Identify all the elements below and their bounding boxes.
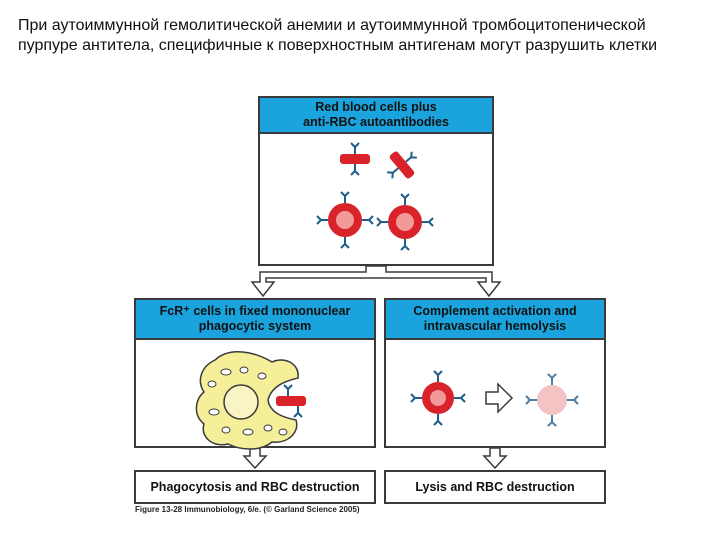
rbc-front-view-left xyxy=(316,191,374,249)
branch-arrow xyxy=(250,265,502,298)
figure-caption: Figure 13-28 Immunobiology, 6/e. (© Garl… xyxy=(135,505,360,514)
down-arrow-right xyxy=(482,447,508,470)
rbc-side-view-right xyxy=(386,150,418,180)
right-result-box: Lysis and RBC destruction xyxy=(384,470,606,504)
macrophage xyxy=(195,351,299,450)
rbc-front-view-right xyxy=(376,193,434,251)
left-result-box: Phagocytosis and RBC destruction xyxy=(134,470,376,504)
down-arrow-left xyxy=(242,447,268,470)
left-panel-title: FcR⁺ cells in fixed mononuclear phagocyt… xyxy=(136,300,374,340)
rbc-side-view-left xyxy=(340,142,370,176)
right-panel-title: Complement activation and intravascular … xyxy=(386,300,604,340)
lysed-rbc xyxy=(525,373,579,427)
top-panel-title: Red blood cells plus anti-RBC autoantibo… xyxy=(260,98,492,134)
slide-heading: При аутоиммунной гемолитической анемии и… xyxy=(18,17,658,54)
engulfed-rbc xyxy=(276,384,306,418)
process-arrow xyxy=(485,382,514,414)
top-panel: Red blood cells plus anti-RBC autoantibo… xyxy=(258,96,494,266)
right-panel: Complement activation and intravascular … xyxy=(384,298,606,448)
coated-rbc xyxy=(410,370,466,426)
